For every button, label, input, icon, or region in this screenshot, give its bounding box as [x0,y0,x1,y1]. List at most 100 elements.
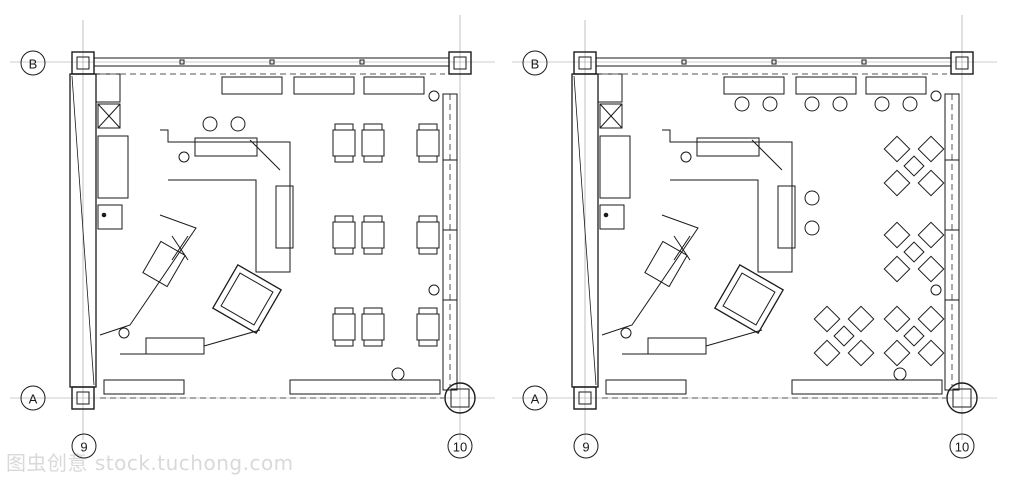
table-top [416,221,440,249]
bar-top [696,137,760,157]
chair [418,307,438,315]
chair [334,307,354,315]
table-top [361,129,385,157]
column-inner [76,391,90,405]
display-case [777,185,796,249]
column-inner [952,388,972,408]
grid-bubble-b [522,50,548,76]
column [448,51,472,75]
storage-box [599,103,623,129]
chair [917,169,945,197]
bar-counter [662,129,793,273]
lower-counter [145,337,205,355]
right-window-wall [442,93,458,391]
bench [221,76,283,95]
bottom-bench [605,379,687,395]
stool [804,190,820,206]
faucet [603,212,609,218]
cross [171,235,189,261]
sink [599,204,625,230]
dining-table-set [883,221,945,283]
bottom-bench [103,379,185,395]
chair [883,135,911,163]
coffee-machine [211,263,283,335]
storage-box [97,103,121,129]
chair [334,339,354,347]
stool [874,96,890,112]
counter [97,135,129,199]
grid-bubble-10 [447,433,473,459]
table-top [361,221,385,249]
post [680,151,692,163]
stool [762,96,778,112]
table-top [903,241,925,263]
chair [917,339,945,367]
table-top [332,129,356,157]
rect-table [416,215,440,255]
table-top [416,313,440,341]
grid-bubble-b [20,50,46,76]
chair [418,247,438,255]
chair [363,215,383,223]
table-top [903,325,925,347]
table-top [903,155,925,177]
table-top [332,313,356,341]
bench [865,76,927,95]
sink [97,204,123,230]
chair [847,339,875,367]
chair [917,135,945,163]
column-plant [428,90,440,102]
rect-table [332,123,356,163]
lower-counter [647,337,707,355]
rect-table [361,307,385,347]
rect-table [416,123,440,163]
stool [804,96,820,112]
bench [723,76,785,95]
chair [917,221,945,249]
chair [883,221,911,249]
chair [418,123,438,131]
chair [847,305,875,333]
display-case [275,185,294,249]
grid-label-10: 10 [453,440,467,455]
cabinet [597,73,623,103]
chair [363,307,383,315]
table-top [833,325,855,347]
dining-table-set [813,305,875,367]
chair [363,155,383,163]
chair [813,339,841,367]
rect-table [361,215,385,255]
coffee-machine-inner [220,272,274,326]
column-plant [428,284,440,296]
stool [804,220,820,236]
grid-bubble-a [522,385,548,411]
chair [883,305,911,333]
cross [97,103,121,129]
counter-edge [751,139,783,171]
chair [917,305,945,333]
stool [202,116,218,132]
grid-label-9: 9 [80,440,87,455]
chair [334,155,354,163]
bar-counter [160,129,291,273]
diagonal-counter [601,214,699,336]
post [620,327,632,339]
table-top [361,313,385,341]
mullion [179,59,185,65]
stool [902,96,918,112]
stool [230,116,246,132]
column-plant [930,284,942,296]
coffee-machine-inner [722,272,776,326]
stool [734,96,750,112]
column-plant [930,90,942,102]
post [178,151,190,163]
grid-bubble-9 [71,433,97,459]
grid-label-10: 10 [955,440,969,455]
stool [832,96,848,112]
wall-hatch [71,75,95,386]
column-inner [578,56,592,70]
cross [673,235,691,261]
